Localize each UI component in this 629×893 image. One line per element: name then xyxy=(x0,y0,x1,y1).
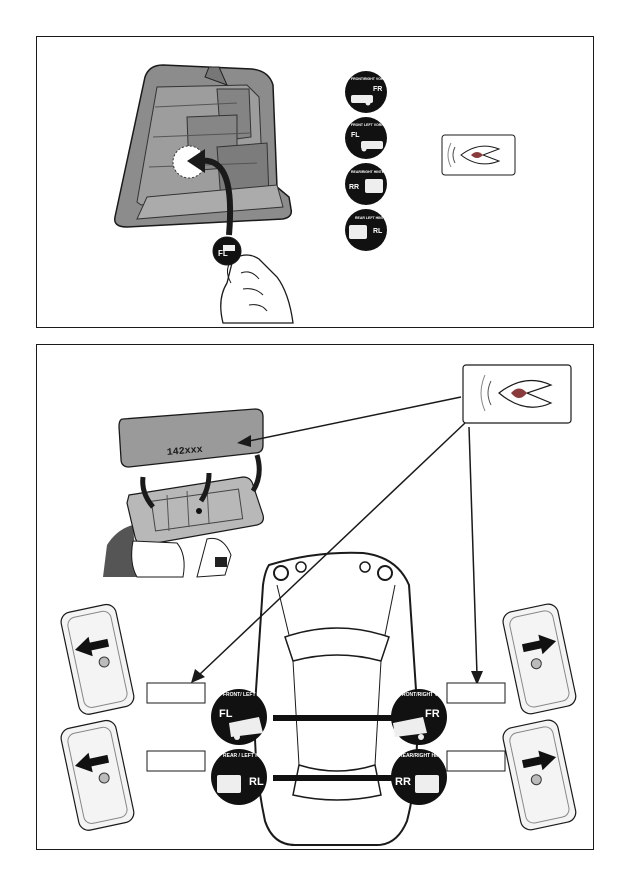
car-top-view xyxy=(253,551,419,846)
right-arrow-icon xyxy=(521,750,557,771)
bottom-instruction-panel: 142xxx xyxy=(36,344,594,850)
badge-rl-code: RL xyxy=(249,776,264,788)
sticker-fl-code: FL xyxy=(351,132,360,139)
inspect-eye-icon xyxy=(447,142,501,168)
sticker-rr: REAR/RIGHT HINTEN/RECHTS RR xyxy=(345,163,403,205)
right-arrow-icon xyxy=(521,634,557,655)
pointer-lines xyxy=(191,396,483,685)
bottom-panel-illustration: 142xxx xyxy=(60,364,577,846)
sensor-cover: 142xxx xyxy=(118,408,264,468)
write-box-rear-left[interactable] xyxy=(146,750,206,772)
badge-rl-text: REAR / LEFT HINTEN/ LINKS xyxy=(223,753,292,759)
badge-fr-text: FRONT/RIGHT VORNE/RECHTS xyxy=(399,692,475,698)
sensor-plate-left-lower xyxy=(60,719,135,831)
front-connector-bar xyxy=(273,715,401,721)
left-arrow-icon xyxy=(74,752,110,773)
left-arrow-icon xyxy=(74,636,110,657)
top-instruction-panel: FL FRONT/RIGHT VORNE/RECHTS FR FRONT LEF… xyxy=(36,36,594,328)
sticker-column: FRONT/RIGHT VORNE/RECHTS FR FRONT LEFT V… xyxy=(345,71,404,251)
badge-fr-code: FR xyxy=(425,708,440,720)
badge-fl-code: FL xyxy=(219,708,233,720)
sensor-label: 142xxx xyxy=(166,445,203,459)
sensor-base-in-hand xyxy=(103,454,264,578)
badge-rl: REAR / LEFT HINTEN/ LINKS RL xyxy=(211,749,292,805)
rear-connector-bar xyxy=(273,775,401,781)
inspect-eye-icon xyxy=(480,374,553,412)
write-box-front-right[interactable] xyxy=(446,682,506,704)
badge-fl: FRONT/ LEFT VORNE/ LINKS FL xyxy=(211,689,293,745)
sticker-rl-text: REAR LEFT HINTEN LINKS xyxy=(355,216,401,220)
write-box-front-left[interactable] xyxy=(146,682,206,704)
hand-sticker-code: FL xyxy=(218,249,228,258)
badge-rr-code: RR xyxy=(395,776,411,788)
hand-holding-sticker: FL xyxy=(212,236,294,324)
sensor-plate-right-upper xyxy=(502,603,577,715)
sticker-rr-text: REAR/RIGHT HINTEN/RECHTS xyxy=(351,170,403,174)
sensor-housing xyxy=(114,64,293,228)
sticker-fr-code: FR xyxy=(373,86,382,93)
badge-rr: REAR/RIGHT HINTEN/RECHTS RR xyxy=(391,749,473,805)
apply-sticker-arrow xyxy=(187,149,234,236)
badge-fl-text: FRONT/ LEFT VORNE/ LINKS xyxy=(223,692,293,698)
sticker-rr-code: RR xyxy=(349,184,359,191)
sticker-fl: FRONT LEFT VORNE LINKS FL xyxy=(345,117,398,159)
badge-fr: FRONT/RIGHT VORNE/RECHTS FR xyxy=(391,689,475,745)
inspect-eye-box xyxy=(441,134,516,176)
write-box-rear-right[interactable] xyxy=(446,750,506,772)
inspect-eye-box-large xyxy=(462,364,572,424)
sticker-fr-text: FRONT/RIGHT VORNE/RECHTS xyxy=(351,77,404,81)
top-panel-illustration: FL FRONT/RIGHT VORNE/RECHTS FR FRONT LEF… xyxy=(114,64,516,324)
sticker-rl-code: RL xyxy=(373,228,383,235)
sensor-plate-right-lower xyxy=(502,719,577,831)
sensor-plate-left-upper xyxy=(60,603,135,715)
sticker-fr: FRONT/RIGHT VORNE/RECHTS FR xyxy=(345,71,404,113)
sticker-fl-text: FRONT LEFT VORNE LINKS xyxy=(351,123,398,127)
sticker-rl: REAR LEFT HINTEN LINKS RL xyxy=(345,209,401,251)
badge-rr-text: REAR/RIGHT HINTEN/RECHTS xyxy=(399,753,473,759)
